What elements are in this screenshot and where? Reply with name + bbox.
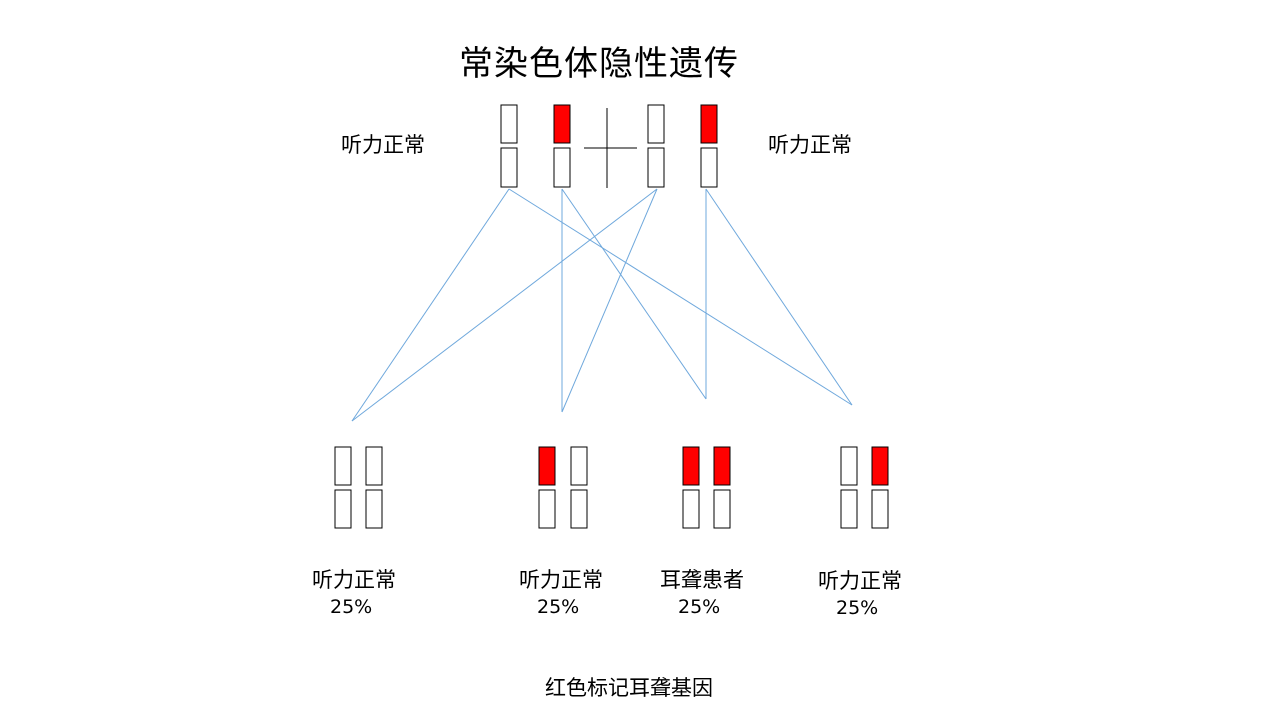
offspring-1-percent: 25% [330, 596, 373, 618]
offspring-3-chromosome-2-lower-arm [713, 489, 731, 529]
parent-2-label: 听力正常 [768, 133, 852, 157]
parent-1-chromosome-1-lower-arm [500, 147, 518, 188]
offspring-3-label: 耳聋患者 [660, 568, 744, 592]
offspring-2-chromosome-1-upper-arm [538, 446, 556, 486]
offspring-4-chromosome-1-upper-arm [840, 446, 858, 486]
inheritance-line-8 [705, 188, 853, 406]
parent-2-chromosome-1-lower-arm [647, 147, 665, 188]
offspring-3-chromosome-1-lower-arm [682, 489, 700, 529]
offspring-3-percent: 25% [678, 596, 721, 618]
parent-1-label: 听力正常 [341, 133, 425, 157]
offspring-2-label: 听力正常 [519, 568, 603, 592]
parent-1-chromosome-1-upper-arm [500, 104, 518, 144]
offspring-1-chromosome-2-lower-arm [365, 489, 383, 529]
offspring-1-chromosome-1-upper-arm [334, 446, 352, 486]
offspring-1-chromosome-1-lower-arm [334, 489, 352, 529]
offspring-3-chromosome-2-upper-arm [713, 446, 731, 486]
diagram-title: 常染色体隐性遗传 [459, 44, 739, 84]
legend-note: 红色标记耳聋基因 [545, 676, 713, 700]
inheritance-line-6 [561, 188, 658, 413]
offspring-4-chromosome-2-upper-arm [871, 446, 889, 486]
inheritance-line-5 [351, 188, 658, 422]
parent-2-chromosome-2-lower-arm [700, 147, 718, 188]
parent-2-chromosome-2-upper-arm [700, 104, 718, 144]
inheritance-line-2 [508, 188, 853, 406]
inheritance-line-1 [351, 188, 510, 422]
offspring-4-label: 听力正常 [818, 569, 902, 593]
offspring-4-chromosome-1-lower-arm [840, 489, 858, 529]
offspring-1-chromosome-2-upper-arm [365, 446, 383, 486]
offspring-3-chromosome-1-upper-arm [682, 446, 700, 486]
inheritance-line-4 [561, 188, 707, 400]
offspring-2-chromosome-2-upper-arm [570, 446, 588, 486]
offspring-4-chromosome-2-lower-arm [871, 489, 889, 529]
parent-1-chromosome-2-upper-arm [553, 104, 571, 144]
offspring-1-label: 听力正常 [312, 568, 396, 592]
offspring-2-percent: 25% [537, 596, 580, 618]
offspring-4-percent: 25% [836, 597, 879, 619]
offspring-2-chromosome-1-lower-arm [538, 489, 556, 529]
offspring-2-chromosome-2-lower-arm [570, 489, 588, 529]
parent-2-chromosome-1-upper-arm [647, 104, 665, 144]
parent-1-chromosome-2-lower-arm [553, 147, 571, 188]
